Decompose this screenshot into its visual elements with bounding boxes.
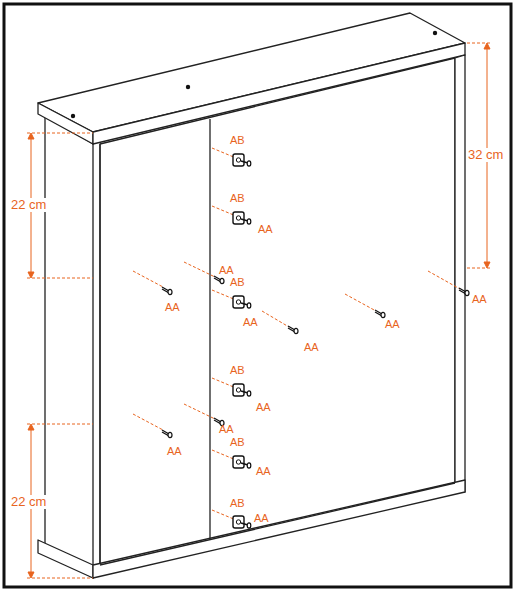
- part-label: AB: [230, 364, 245, 376]
- part-label: AA: [472, 293, 487, 305]
- part-label: AA: [256, 465, 271, 477]
- part-label: AA: [256, 401, 271, 413]
- dimension-label: 22 cm: [10, 495, 47, 509]
- part-label: AA: [167, 445, 182, 457]
- part-label: AA: [385, 318, 400, 330]
- part-label: AB: [230, 276, 245, 288]
- part-label: AB: [230, 192, 245, 204]
- part-label: AA: [219, 423, 234, 435]
- part-label: AB: [230, 436, 245, 448]
- part-label: AB: [230, 134, 245, 146]
- part-label: AA: [254, 512, 269, 524]
- dimension-label: 22 cm: [10, 198, 47, 212]
- part-label: AB: [230, 497, 245, 509]
- part-label: AA: [243, 316, 258, 328]
- dimension-label: 32 cm: [467, 148, 504, 162]
- part-label: AA: [219, 264, 234, 276]
- part-label: AA: [165, 301, 180, 313]
- part-label: AA: [258, 223, 273, 235]
- part-label: AA: [304, 341, 319, 353]
